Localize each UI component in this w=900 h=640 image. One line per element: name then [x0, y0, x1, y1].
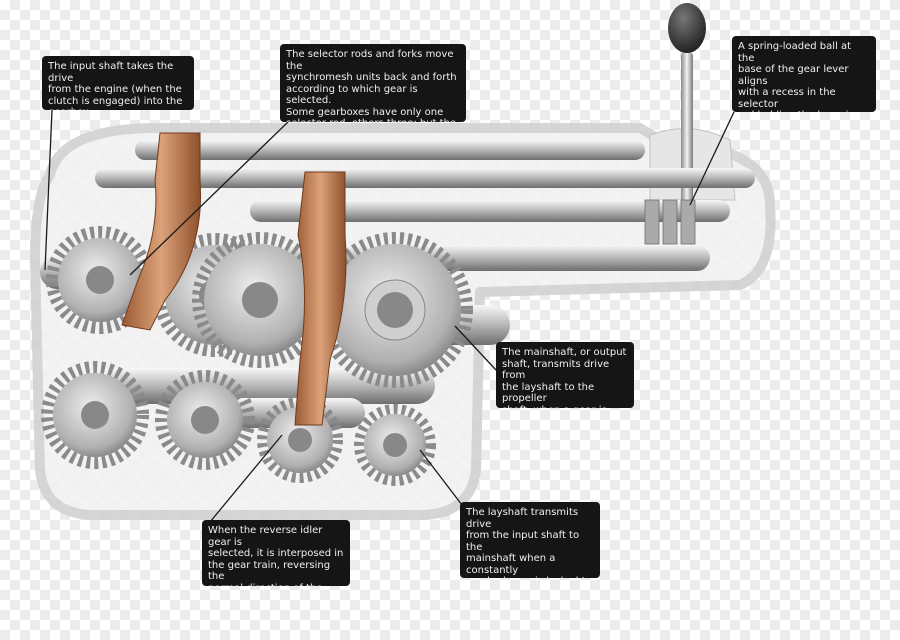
gear [155, 370, 255, 470]
gear [354, 404, 436, 486]
leader-line [129, 121, 289, 276]
leader-line [689, 111, 735, 206]
selector-detent-block [644, 199, 660, 245]
selector-rod [135, 140, 645, 160]
callout-layshaft: The layshaft transmits drive from the in… [460, 502, 600, 578]
leader-line [44, 109, 53, 271]
callout-mainshaft: The mainshaft, or output shaft, transmit… [496, 342, 634, 408]
callout-reverse-idler: When the reverse idler gear is selected,… [202, 520, 350, 586]
selector-detent-block [662, 199, 678, 245]
lever-knob [668, 3, 706, 53]
selector-rod [250, 200, 730, 222]
gear [317, 232, 473, 388]
callout-selector-rods: The selector rods and forks move the syn… [280, 44, 466, 122]
selector-fork [294, 171, 347, 426]
leader-line [209, 434, 283, 523]
callout-input-shaft: The input shaft takes the drive from the… [42, 56, 194, 110]
selector-detent-block [680, 199, 696, 245]
leader-line [419, 449, 463, 506]
gear [41, 361, 149, 469]
leader-lines [44, 109, 735, 523]
callout-spring-ball: A spring-loaded ball at the base of the … [732, 36, 876, 112]
leader-line [454, 325, 497, 371]
selector-rod [95, 168, 755, 188]
selector-fork [121, 132, 202, 331]
